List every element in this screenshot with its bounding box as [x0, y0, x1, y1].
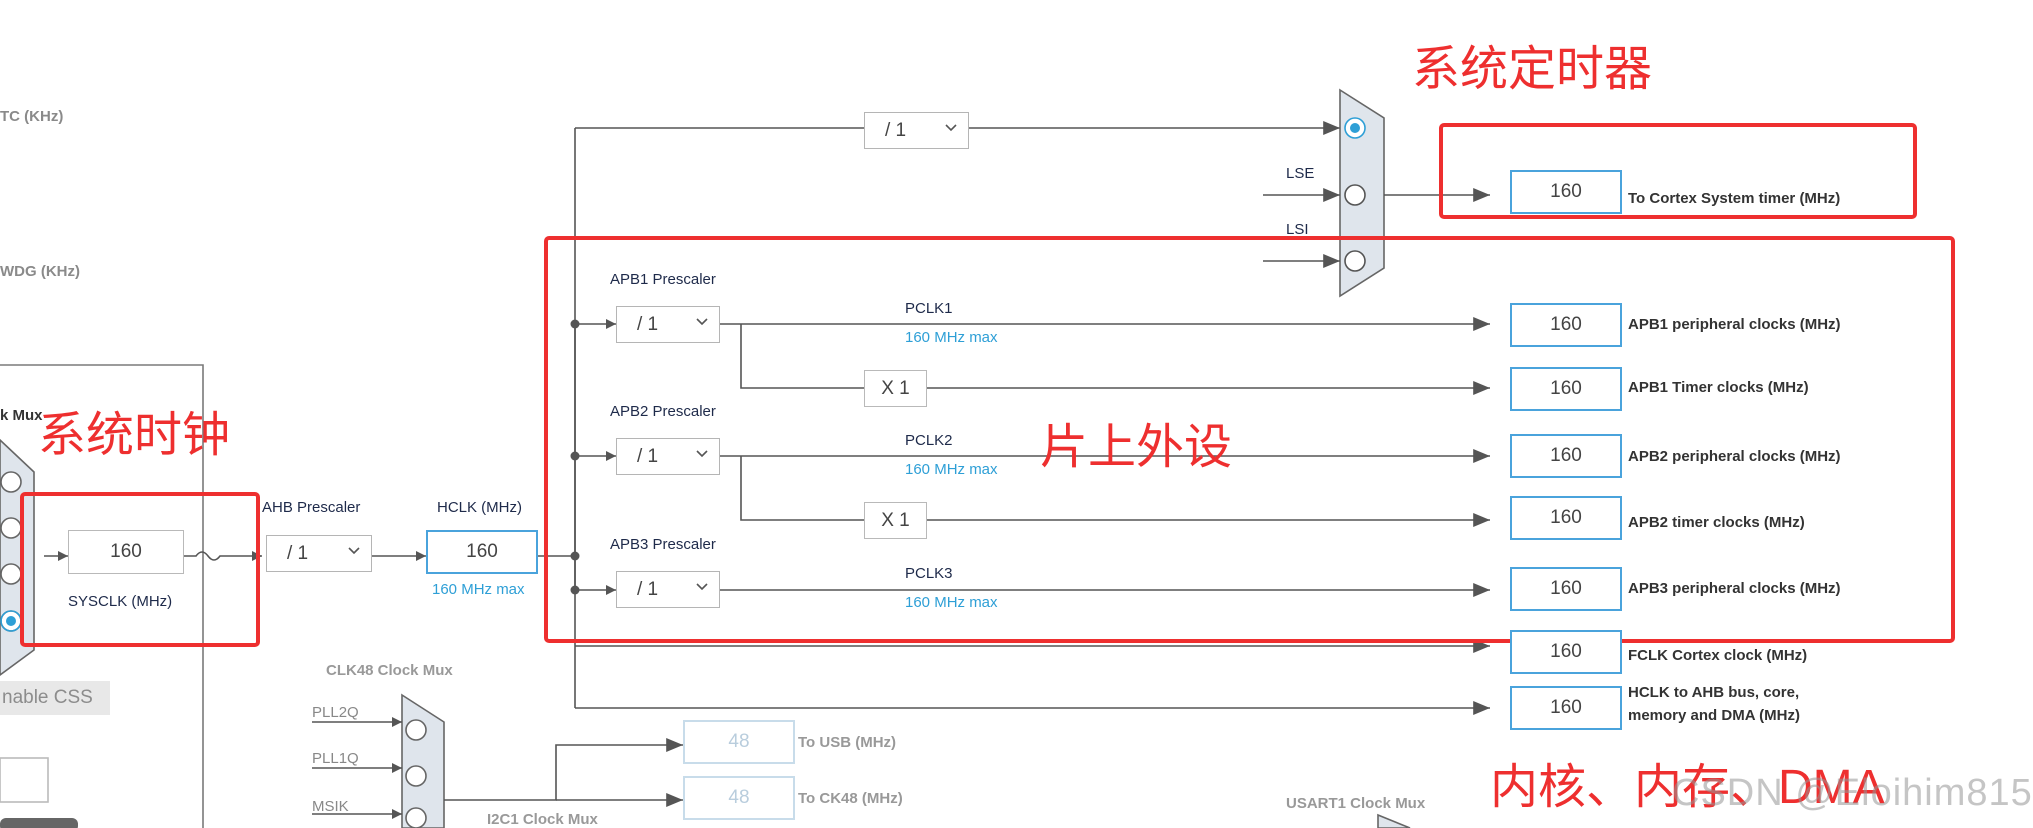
- apb2-timer-label: APB2 timer clocks (MHz): [1628, 514, 1805, 531]
- usart1-mux-label: USART1 Clock Mux: [1286, 795, 1426, 812]
- apb1-prescaler-select[interactable]: / 1: [616, 306, 720, 343]
- apb3-prescaler-value: / 1: [637, 578, 659, 600]
- annotation-system-timer: 系统定时器: [1412, 43, 1653, 96]
- rtc-label: TC (KHz): [0, 108, 64, 125]
- hclk-label: HCLK (MHz): [437, 499, 522, 516]
- apb2-timer-multiplier: X 1: [864, 502, 927, 539]
- ahb-prescaler-value: / 1: [287, 542, 309, 564]
- clk48-mux-label: CLK48 Clock Mux: [326, 662, 453, 679]
- apb1-peripheral-label: APB1 peripheral clocks (MHz): [1628, 316, 1841, 333]
- pclk1-max-label: 160 MHz max: [905, 329, 998, 346]
- chevron-down-icon: [696, 450, 708, 458]
- systick-prescaler-value: / 1: [885, 119, 907, 141]
- chevron-down-icon: [696, 318, 708, 326]
- pclk1-label: PCLK1: [905, 300, 953, 317]
- ahb-prescaler-select[interactable]: / 1: [266, 535, 372, 572]
- msik-label: MSIK: [312, 798, 349, 815]
- cortex-systick-value[interactable]: 160: [1510, 170, 1622, 214]
- apb1-peripheral-value[interactable]: 160: [1510, 303, 1622, 347]
- apb1-timer-multiplier: X 1: [864, 370, 927, 407]
- systick-prescaler-select[interactable]: / 1: [864, 112, 969, 149]
- apb2-peripheral-label: APB2 peripheral clocks (MHz): [1628, 448, 1841, 465]
- pll2q-label: PLL2Q: [312, 704, 359, 721]
- usb-clock-value[interactable]: 48: [683, 720, 795, 764]
- apb3-peripheral-value[interactable]: 160: [1510, 567, 1622, 611]
- annotation-core-memory-dma: 内核、内存、DMA: [1490, 761, 1885, 814]
- ck48-clock-label: To CK48 (MHz): [798, 790, 903, 807]
- apb1-timer-label: APB1 Timer clocks (MHz): [1628, 379, 1809, 396]
- apb3-peripheral-label: APB3 peripheral clocks (MHz): [1628, 580, 1841, 597]
- fclk-label: FCLK Cortex clock (MHz): [1628, 647, 1808, 664]
- pclk3-label: PCLK3: [905, 565, 953, 582]
- apb3-prescaler-select[interactable]: / 1: [616, 571, 720, 608]
- iwdg-label: WDG (KHz): [0, 263, 80, 280]
- apb1-prescaler-value: / 1: [637, 313, 659, 335]
- apb1-timer-value[interactable]: 160: [1510, 367, 1622, 411]
- usb-clock-label: To USB (MHz): [798, 734, 897, 751]
- lse-label: LSE: [1286, 165, 1315, 182]
- pclk3-max-label: 160 MHz max: [905, 594, 998, 611]
- enable-css-button[interactable]: nable CSS: [0, 681, 110, 715]
- sysclk-value[interactable]: 160: [68, 530, 184, 574]
- fclk-value[interactable]: 160: [1510, 630, 1622, 674]
- hclk-value[interactable]: 160: [426, 530, 538, 574]
- apb2-prescaler-value: / 1: [637, 445, 659, 467]
- chevron-down-icon: [696, 583, 708, 591]
- pll1q-label: PLL1Q: [312, 750, 359, 767]
- hclk-ahb-value[interactable]: 160: [1510, 686, 1622, 730]
- apb3-prescaler-label: APB3 Prescaler: [610, 536, 716, 553]
- cortex-systick-label: To Cortex System timer (MHz): [1628, 190, 1841, 207]
- hclk-max-label: 160 MHz max: [432, 581, 525, 598]
- hclk-ahb-label-line2: memory and DMA (MHz): [1628, 707, 1800, 724]
- chevron-down-icon: [945, 124, 957, 132]
- annotation-system-clock: 系统时钟: [38, 409, 231, 462]
- i2c1-mux-label: I2C1 Clock Mux: [487, 811, 598, 828]
- apb2-prescaler-select[interactable]: / 1: [616, 438, 720, 475]
- apb1-prescaler-label: APB1 Prescaler: [610, 271, 716, 288]
- pclk2-label: PCLK2: [905, 432, 953, 449]
- pclk2-max-label: 160 MHz max: [905, 461, 998, 478]
- lsi-label: LSI: [1286, 221, 1309, 238]
- annotation-onchip-peripherals: 片上外设: [1040, 421, 1233, 474]
- apb2-timer-value[interactable]: 160: [1510, 496, 1622, 540]
- chevron-down-icon: [348, 547, 360, 555]
- ahb-prescaler-label: AHB Prescaler: [262, 499, 361, 516]
- apb2-prescaler-label: APB2 Prescaler: [610, 403, 716, 420]
- ck48-clock-value[interactable]: 48: [683, 776, 795, 820]
- watermark: CSDN @Eloihim815: [1672, 772, 2033, 814]
- hclk-ahb-label-line1: HCLK to AHB bus, core,: [1628, 684, 1800, 701]
- sysclk-label: SYSCLK (MHz): [68, 593, 173, 610]
- apb2-peripheral-value[interactable]: 160: [1510, 434, 1622, 478]
- sysclk-mux-label: k Mux: [0, 407, 43, 424]
